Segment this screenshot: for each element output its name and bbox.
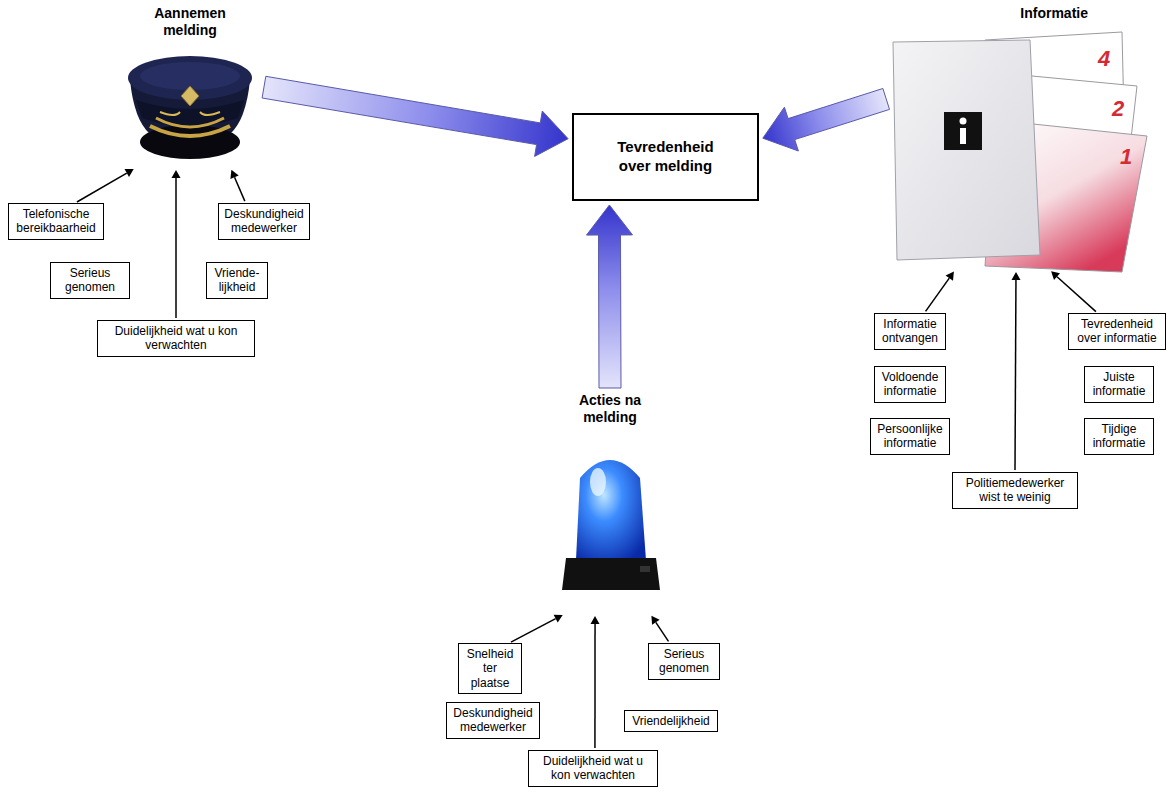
group-heading: Aannemen melding (120, 5, 260, 168)
information-booklet (893, 32, 1147, 272)
group-heading: Acties na melding (545, 392, 675, 614)
factor-box: Deskundigheid medewerker (446, 702, 540, 739)
arrow-line (235, 177, 245, 201)
group-title: Acties na melding (569, 392, 651, 426)
factor-label: Telefonische bereikbaarheid (13, 207, 99, 236)
block-arrow-shape (587, 205, 633, 388)
block-arrow (763, 89, 890, 152)
factor-box: Serieus genomen (648, 643, 720, 680)
arrow-head (651, 616, 659, 625)
group-heading: Informatie (890, 5, 1100, 270)
factor-label: Vriende-lijkheid (211, 266, 263, 295)
factor-box: Voldoende informatie (874, 366, 946, 403)
influence-arrow (651, 616, 668, 642)
factor-label: Deskundigheid medewerker (223, 207, 305, 236)
influence-arrow (511, 615, 563, 642)
arrow-head (946, 272, 954, 281)
factor-label: Tevredenheid over informatie (1073, 317, 1161, 346)
factor-box: Duidelijkheid wat u kon verwachten (528, 750, 658, 787)
factor-box: Vriendelijkheid (624, 710, 718, 732)
police-siren (562, 460, 660, 590)
group-title: Aannemen melding (143, 5, 238, 39)
page-number: 1 (1120, 146, 1132, 168)
arrow-line (1057, 277, 1096, 312)
block-arrow (262, 76, 568, 156)
influence-arrow (591, 616, 600, 748)
factor-label: Deskundigheid medewerker (451, 706, 535, 735)
factor-label: Duidelijkheid wat u kon verwachten (533, 754, 653, 783)
group-title: Informatie (890, 5, 1100, 22)
result-box: Tevredenheid over melding (572, 113, 759, 201)
factor-box: Informatie ontvangen (874, 313, 946, 350)
page-number: 2 (1112, 98, 1124, 120)
arrow-head (1012, 272, 1021, 280)
influence-arrow (1012, 272, 1021, 470)
factor-box: Politiemedewerker wist te weinig (952, 472, 1078, 509)
factor-label: Politiemedewerker wist te weinig (957, 476, 1073, 505)
factor-label: Voldoende informatie (879, 370, 941, 399)
arrow-line (77, 173, 127, 202)
factor-box: Snelheid ter plaatse (458, 643, 522, 694)
factor-label: Informatie ontvangen (879, 317, 941, 346)
factor-box: Juiste informatie (1084, 366, 1154, 403)
factor-box: Persoonlijke informatie (870, 418, 950, 455)
factor-box: Deskundigheid medewerker (218, 203, 310, 240)
block-arrow (587, 205, 633, 388)
arrow-head (230, 170, 238, 179)
influence-arrow (1051, 271, 1096, 311)
influence-arrow (172, 170, 181, 318)
factor-label: Tijdige informatie (1089, 422, 1149, 451)
factor-box: Serieus genomen (50, 262, 130, 299)
factor-label: Serieus genomen (653, 647, 715, 676)
block-arrow-shape (262, 76, 568, 156)
factor-label: Juiste informatie (1089, 370, 1149, 399)
arrow-head (172, 170, 181, 178)
arrow-line (594, 624, 596, 748)
arrow-line (926, 278, 950, 311)
arrow-head (1051, 271, 1060, 280)
factor-box: Duidelijkheid wat u kon verwachten (97, 320, 255, 357)
factor-box: Vriende-lijkheid (206, 262, 268, 299)
factor-box: Telefonische bereikbaarheid (8, 203, 104, 240)
arrow-head (591, 616, 600, 624)
result-label: Tevredenheid over melding (607, 138, 725, 176)
factor-box: Tijdige informatie (1084, 418, 1154, 455)
influence-arrow (77, 169, 134, 202)
police-cap (128, 56, 252, 159)
influence-arrow (926, 272, 954, 312)
arrow-line (511, 619, 556, 642)
block-arrow-shape (763, 89, 890, 152)
page-number: 4 (1098, 48, 1110, 70)
factor-label: Duidelijkheid wat u kon verwachten (102, 324, 250, 353)
arrow-head (125, 169, 134, 177)
factor-box: Tevredenheid over informatie (1068, 313, 1166, 350)
arrow-line (1014, 280, 1016, 470)
factor-label: Snelheid ter plaatse (463, 647, 517, 690)
factor-label: Vriendelijkheid (629, 714, 713, 728)
influence-arrow (230, 170, 244, 201)
factor-label: Serieus genomen (55, 266, 125, 295)
arrow-line (175, 178, 177, 318)
factor-label: Persoonlijke informatie (875, 422, 945, 451)
arrow-line (656, 622, 669, 641)
arrow-head (554, 615, 563, 623)
